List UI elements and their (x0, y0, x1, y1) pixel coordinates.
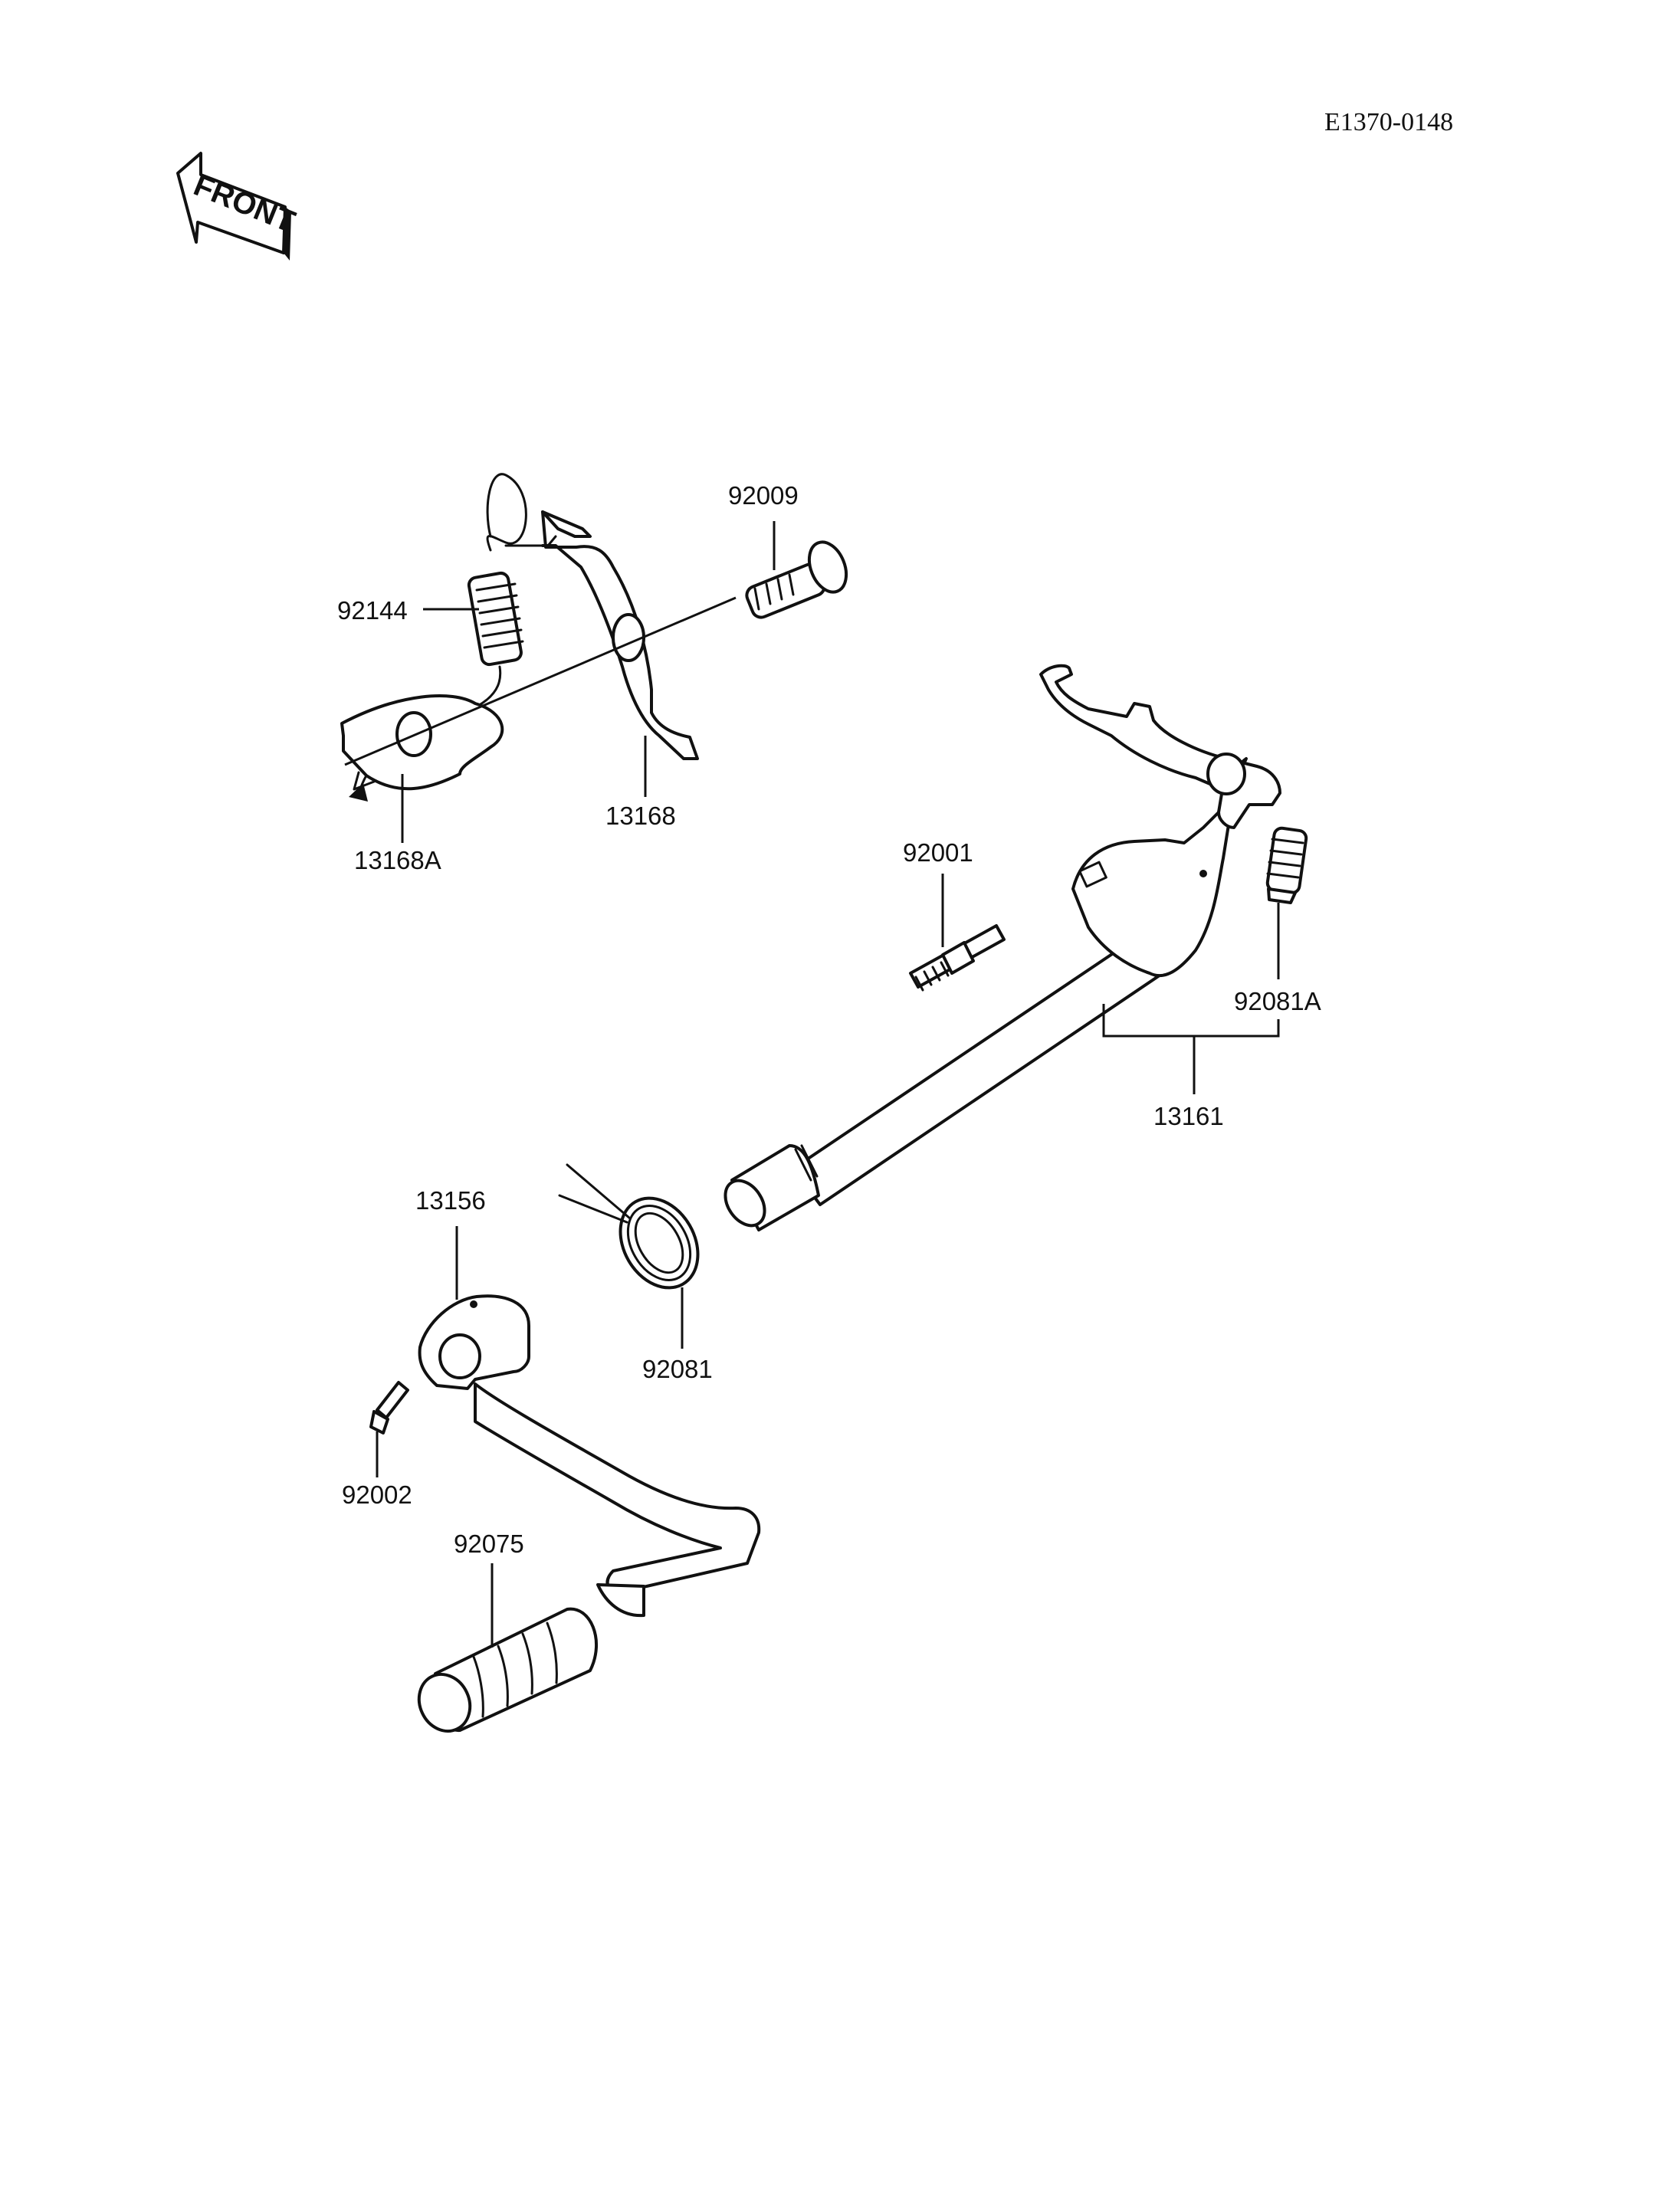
leader-13161-bracket (1102, 1004, 1280, 1038)
label-13156: 13156 (415, 1186, 486, 1215)
bolt-92002-icon (369, 1381, 409, 1435)
label-13161: 13161 (1153, 1102, 1224, 1130)
label-13168A: 13168A (354, 846, 441, 874)
shift-shaft-13161-icon (724, 664, 1281, 1231)
label-92009: 92009 (728, 481, 799, 510)
footrest-rubber-92075-icon (417, 1607, 598, 1733)
label-92081: 92081 (642, 1355, 713, 1383)
drawing-code: E1370-0148 (1324, 108, 1453, 136)
plate-13168-icon (541, 510, 699, 760)
assembly-line (344, 596, 737, 766)
stud-92001-icon (909, 924, 1006, 992)
pedal-13156-icon (418, 1294, 761, 1618)
front-arrow-icon: FRONT (176, 152, 300, 261)
label-92001: 92001 (903, 838, 973, 867)
label-92002: 92002 (342, 1481, 412, 1509)
spring-92081-icon (558, 1163, 700, 1290)
label-92144: 92144 (337, 596, 408, 625)
spring-92081A-icon (1265, 826, 1308, 904)
label-92075: 92075 (454, 1530, 524, 1558)
label-13168: 13168 (605, 802, 676, 830)
label-92081A: 92081A (1234, 987, 1321, 1015)
bolt-92009-icon (745, 540, 848, 619)
plate-13168A-icon (340, 694, 504, 791)
